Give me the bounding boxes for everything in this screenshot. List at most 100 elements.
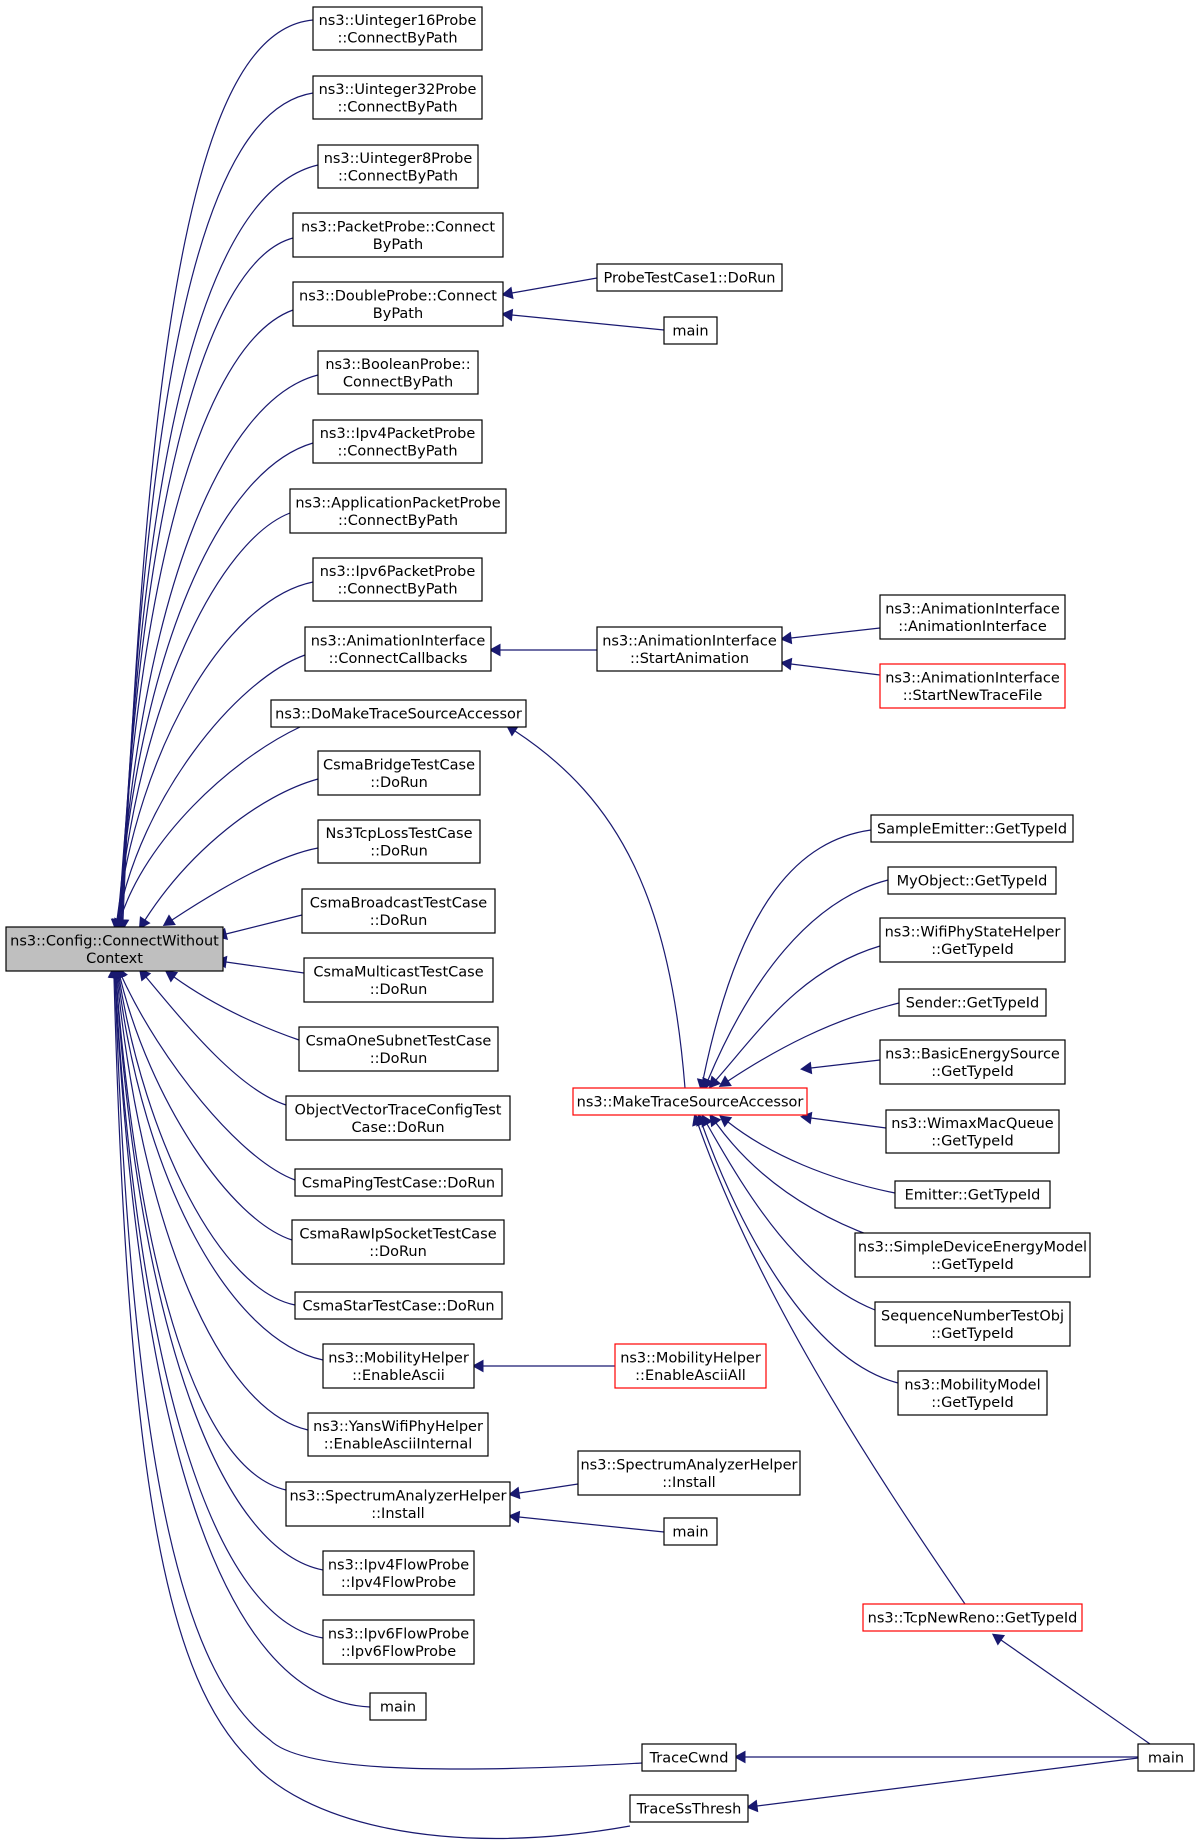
node-maketsa[interactable]: ns3::MakeTraceSourceAccessor (572, 1087, 808, 1116)
node-myobj[interactable]: MyObject::GetTypeId (887, 866, 1057, 895)
node-main_a[interactable]: main (369, 1692, 427, 1721)
node-tracecwnd[interactable]: TraceCwnd (641, 1743, 737, 1772)
edge-arrowhead (107, 965, 121, 978)
node-specinst2[interactable]: ns3::SpectrumAnalyzerHelper::Install (577, 1450, 801, 1496)
node-box (317, 350, 479, 395)
node-yans[interactable]: ns3::YansWifiPhyHelper::EnableAsciiInter… (307, 1412, 489, 1457)
edge-line (707, 879, 889, 1081)
edge-domake-to-root (114, 726, 301, 931)
node-box (572, 1087, 808, 1116)
node-dbl[interactable]: ns3::DoubleProbe::ConnectByPath (292, 281, 504, 327)
edge-arrowhead (501, 286, 514, 300)
node-ipv6flow[interactable]: ns3::Ipv6FlowProbe::Ipv6FlowProbe (322, 1619, 475, 1665)
node-animcc[interactable]: ns3::AnimationInterface::ConnectCallback… (304, 626, 492, 672)
edge-bool-to-root (112, 374, 319, 932)
node-box (270, 699, 527, 728)
edge-line (116, 976, 309, 1431)
edge-arrowhead (162, 914, 176, 927)
node-label: ::Ipv4FlowProbe (341, 1575, 456, 1591)
node-mobasciiall[interactable]: ns3::MobilityHelper::EnableAsciiAll (614, 1343, 767, 1389)
node-label: main (672, 324, 708, 340)
node-mobmodel[interactable]: ns3::MobilityModel::GetTypeId (897, 1370, 1048, 1416)
node-label: ::ConnectCallbacks (329, 651, 468, 667)
node-pkt[interactable]: ns3::PacketProbe::ConnectByPath (292, 212, 504, 258)
node-seqnum[interactable]: SequenceNumberTestObj::GetTypeId (874, 1301, 1071, 1347)
edge-arrowhead (780, 631, 793, 645)
node-csmaping[interactable]: CsmaPingTestCase::DoRun (294, 1168, 503, 1197)
edge-simpledev-to-maketsa (709, 1114, 875, 1238)
edge-arrowhead (708, 1075, 722, 1089)
node-main_d[interactable]: main (1137, 1743, 1195, 1772)
edge-csmaone-to-root (164, 970, 300, 1041)
node-domake[interactable]: ns3::DoMakeTraceSourceAccessor (270, 699, 527, 728)
node-box (629, 1794, 749, 1823)
node-box (885, 1109, 1060, 1154)
edge-line (115, 976, 287, 1491)
edge-wimax-to-maketsa (800, 1111, 887, 1129)
node-box (879, 663, 1066, 709)
node-ipv4flow[interactable]: ns3::Ipv4FlowProbe::Ipv4FlowProbe (322, 1550, 475, 1596)
node-label: ::Install (371, 1506, 424, 1522)
node-sender[interactable]: Sender::GetTypeId (898, 988, 1047, 1017)
node-emitter[interactable]: Emitter::GetTypeId (894, 1180, 1051, 1209)
node-bool[interactable]: ns3::BooleanProbe::ConnectByPath (317, 350, 479, 395)
node-box (301, 888, 496, 934)
node-u16[interactable]: ns3::Uinteger16Probe::ConnectByPath (312, 6, 483, 51)
node-animctor[interactable]: ns3::AnimationInterface::AnimationInterf… (879, 594, 1066, 640)
node-wifiphy[interactable]: ns3::WifiPhyStateHelper::GetTypeId (879, 917, 1066, 963)
node-main_c[interactable]: main (663, 1517, 718, 1546)
node-u8[interactable]: ns3::Uinteger8Probe::ConnectByPath (317, 144, 479, 189)
node-box (304, 626, 492, 672)
node-label: ns3::Uinteger16Probe (319, 13, 477, 29)
node-specinst[interactable]: ns3::SpectrumAnalyzerHelper::Install (285, 1481, 511, 1527)
node-box (289, 488, 507, 534)
edge-csmamcast-to-root (215, 955, 305, 974)
node-u32[interactable]: ns3::Uinteger32Probe::ConnectByPath (312, 75, 483, 120)
node-animstart[interactable]: ns3::AnimationInterface::StartAnimation (596, 626, 783, 672)
node-tracess[interactable]: TraceSsThresh (629, 1794, 749, 1823)
edge-ipv6flow-to-root (108, 965, 324, 1639)
edge-line (119, 237, 294, 921)
node-basicen[interactable]: ns3::BasicEnergySource::GetTypeId (879, 1039, 1066, 1085)
node-probetc[interactable]: ProbeTestCase1::DoRun (596, 263, 783, 292)
node-animnew[interactable]: ns3::AnimationInterface::StartNewTraceFi… (879, 663, 1066, 709)
node-csmamcast[interactable]: CsmaMulticastTestCase::DoRun (303, 957, 494, 1003)
node-label: ns3::MobilityModel (904, 1377, 1040, 1393)
node-label: ::ConnectByPath (337, 581, 457, 597)
node-label: ns3::ApplicationPacketProbe (295, 495, 500, 511)
node-wimax[interactable]: ns3::WimaxMacQueue::GetTypeId (885, 1109, 1060, 1154)
edge-line (518, 1483, 579, 1494)
edge-line (145, 976, 287, 1106)
node-ipv6pp[interactable]: ns3::Ipv6PacketProbe::ConnectByPath (312, 557, 483, 602)
node-mobascii[interactable]: ns3::MobilityHelper::EnableAscii (322, 1343, 475, 1389)
node-csmabcast[interactable]: CsmaBroadcastTestCase::DoRun (301, 888, 496, 934)
edge-line (706, 1123, 876, 1311)
edge-arrowhead (508, 1510, 521, 1524)
node-box (577, 1450, 801, 1496)
node-ns3tcploss[interactable]: Ns3TcpLossTestCase::DoRun (317, 819, 481, 864)
edge-line (122, 19, 314, 921)
node-csmaone[interactable]: CsmaOneSubnetTestCase::DoRun (298, 1026, 499, 1072)
node-csmabridge[interactable]: CsmaBridgeTestCase::DoRun (317, 750, 481, 796)
node-main_b[interactable]: main (663, 316, 718, 345)
node-box (317, 750, 481, 796)
node-label: ::EnableAsciiInternal (324, 1436, 473, 1452)
node-sampleem[interactable]: SampleEmitter::GetTypeId (870, 814, 1074, 843)
node-csmarawip[interactable]: CsmaRawIpSocketTestCase::DoRun (291, 1219, 505, 1265)
node-csmastar[interactable]: CsmaStarTestCase::DoRun (294, 1291, 503, 1320)
edge-u16-to-root (116, 19, 314, 932)
node-box (312, 75, 483, 120)
edge-objvec-to-root (138, 968, 287, 1106)
node-box (854, 1232, 1091, 1278)
node-apppp[interactable]: ns3::ApplicationPacketProbe::ConnectByPa… (289, 488, 507, 534)
node-label: CsmaOneSubnetTestCase (306, 1033, 492, 1049)
edge-line (118, 976, 296, 1306)
edge-emitter-to-maketsa (719, 1115, 896, 1194)
edge-line (756, 1757, 1139, 1807)
node-box (862, 1603, 1083, 1632)
node-ipv4pp[interactable]: ns3::Ipv4PacketProbe::ConnectByPath (312, 419, 483, 464)
node-tcpnewreno[interactable]: ns3::TcpNewReno::GetTypeId (862, 1603, 1083, 1632)
node-simpledev[interactable]: ns3::SimpleDeviceEnergyModel::GetTypeId (854, 1232, 1091, 1278)
